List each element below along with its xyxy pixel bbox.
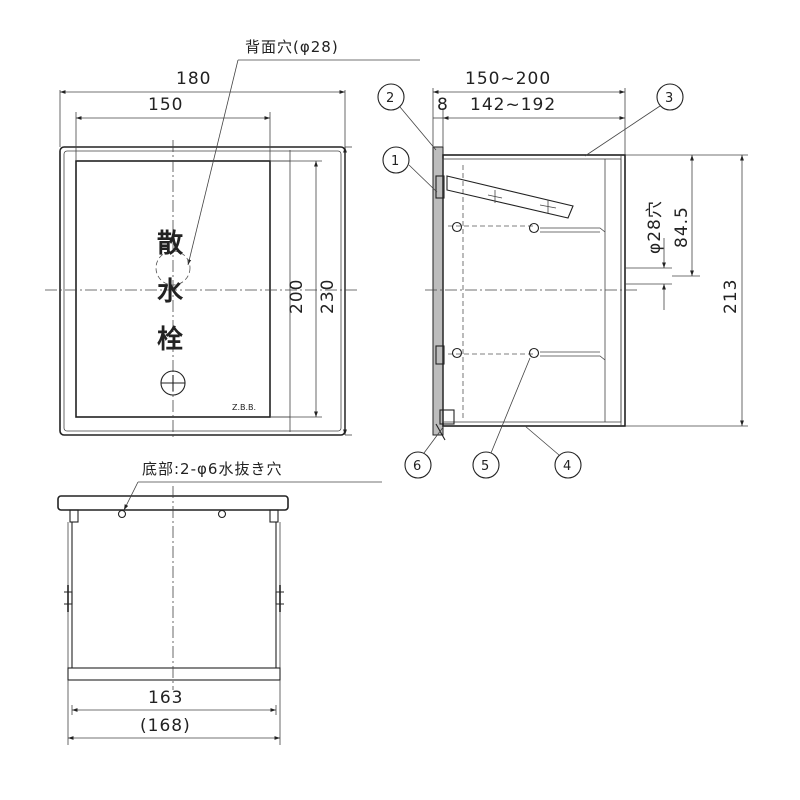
callout-6: 6 [404, 425, 445, 479]
bottom-view: 底部:2-φ6水抜き穴 163 (168) [57, 460, 382, 745]
rear-hole-hidden-circle [155, 250, 191, 286]
dim-bottom-width: 163 [148, 688, 183, 708]
bolt-upper-left [451, 221, 463, 233]
bolt-lower-left [451, 347, 463, 359]
side-flange-plate [432, 146, 444, 436]
dim-hole: φ28穴 [645, 200, 665, 254]
dim-depth-range: 150~200 [465, 69, 551, 89]
callout-4: 4 [524, 425, 582, 479]
callout-5: 5 [472, 357, 531, 479]
dim-flange: 8 [437, 95, 449, 115]
label-char-2: 水 [157, 277, 184, 307]
drain-hole-note: 底部:2-φ6水抜き穴 [142, 460, 282, 478]
dim-bottom-width-ref: (168) [140, 716, 191, 736]
label-char-1: 散 [157, 229, 183, 259]
front-view: 180 150 200 230 背面穴(φ28) 散 水 栓 Z.B.B. [45, 38, 420, 440]
svg-text:4: 4 [563, 459, 571, 474]
bolt-lower-right [528, 347, 540, 359]
drain-hole-right [217, 509, 227, 519]
callout-2: 2 [377, 83, 437, 151]
side-view: 150~200 8 142~192 φ28穴 84.5 213 2 1 [377, 69, 748, 479]
maker-mark: Z.B.B. [232, 403, 256, 412]
svg-text:3: 3 [665, 91, 673, 106]
svg-text:6: 6 [413, 459, 421, 474]
lid-arm [446, 175, 574, 219]
label-char-3: 栓 [157, 325, 183, 355]
svg-text:2: 2 [386, 91, 394, 106]
dim-inner-depth-range: 142~192 [470, 95, 556, 115]
dim-outer-height: 230 [318, 279, 338, 314]
svg-text:5: 5 [481, 459, 489, 474]
svg-text:1: 1 [391, 154, 399, 169]
rear-hole-note: 背面穴(φ28) [245, 38, 339, 56]
dim-inner-height: 200 [287, 279, 307, 314]
dim-total-height: 213 [721, 279, 741, 314]
drain-hole-left [117, 509, 127, 519]
callout-1: 1 [382, 146, 438, 193]
dim-inner-width: 150 [148, 95, 183, 115]
bolt-upper-right [528, 222, 540, 234]
bottom-front-edge [67, 667, 281, 681]
callout-3: 3 [584, 83, 684, 157]
dim-outer-width: 180 [176, 69, 211, 89]
dim-hole-height: 84.5 [672, 206, 692, 248]
